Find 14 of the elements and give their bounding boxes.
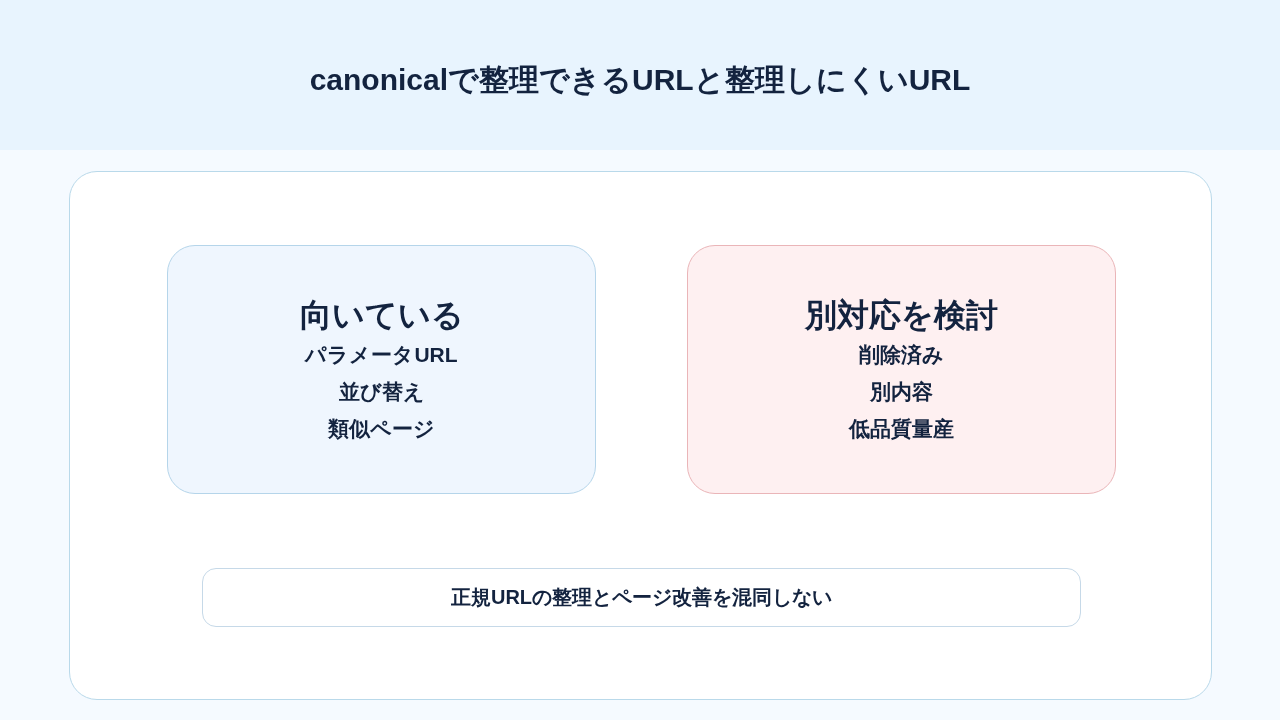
- panel: [69, 171, 1212, 700]
- list-item: 並び替え: [338, 379, 425, 405]
- list-item: 低品質量産: [849, 416, 954, 442]
- list-item: 削除済み: [859, 342, 944, 368]
- note-box: [202, 568, 1081, 627]
- list-item: 類似ページ: [328, 416, 435, 442]
- list-item: パラメータURL: [305, 342, 458, 368]
- note-text: 正規URLの整理とページ改善を混同しない: [450, 585, 833, 610]
- heading: 向いている: [299, 296, 464, 335]
- title: canonicalで整理できるURLと整理しにくいURL: [308, 62, 972, 98]
- list-item: 別内容: [870, 379, 933, 405]
- category-card: [167, 245, 596, 494]
- category-card: [687, 245, 1116, 494]
- heading: 別対応を検討: [805, 296, 998, 335]
